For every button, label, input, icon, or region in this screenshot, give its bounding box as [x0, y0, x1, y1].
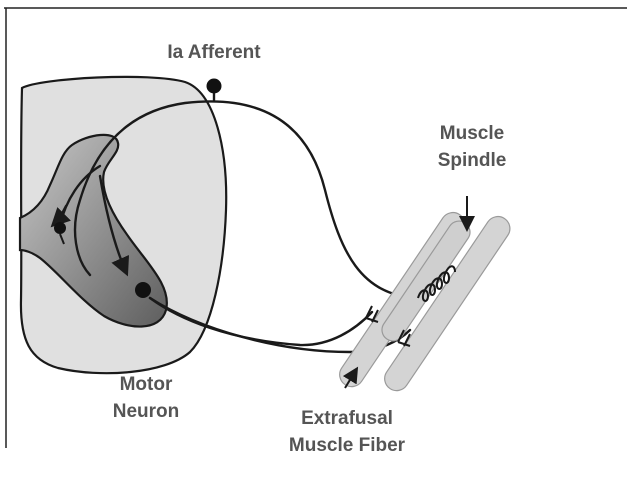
label-motor-neuron-2: Neuron [113, 401, 180, 422]
label-muscle-spindle-1: Muscle [440, 123, 504, 144]
afferent-cell-body [207, 79, 222, 94]
label-ia-afferent: Ia Afferent [167, 42, 261, 63]
label-motor-neuron-1: Motor [120, 374, 173, 395]
label-muscle-spindle-2: Spindle [438, 150, 507, 171]
label-extrafusal-1: Extrafusal [301, 408, 393, 429]
label-extrafusal-2: Muscle Fiber [289, 435, 406, 456]
motor-neuron-cell-body [135, 282, 151, 298]
interneuron-dot [54, 222, 66, 234]
